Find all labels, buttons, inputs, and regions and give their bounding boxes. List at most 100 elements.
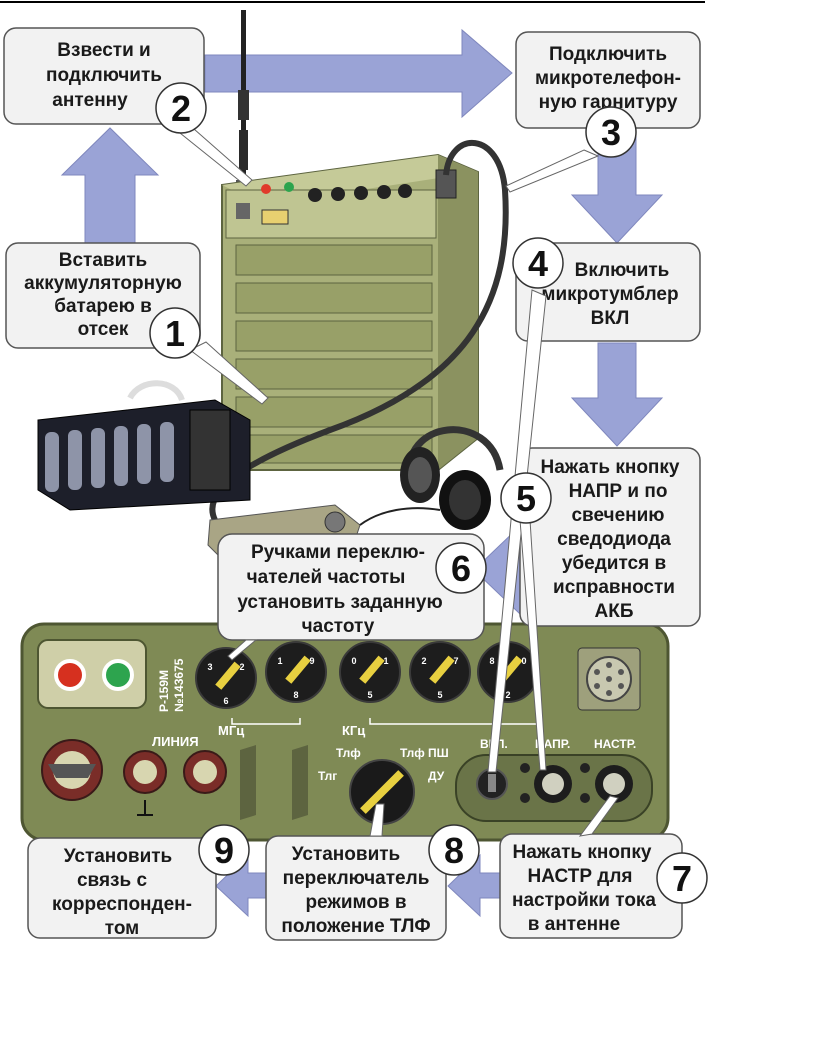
vkl-toggle-switch[interactable] xyxy=(476,768,508,800)
step-8-line-3: режимов в xyxy=(305,892,406,913)
step-5-line-2: НАПР и по xyxy=(569,481,668,502)
step-number-2-text: 2 xyxy=(171,88,191,129)
khz-label: КГц xyxy=(342,723,365,738)
svg-text:2: 2 xyxy=(239,662,244,672)
step-box-6: Ручками переклю- чателей частоты установ… xyxy=(217,533,485,641)
step-4-line-3: ВКЛ xyxy=(591,308,630,329)
svg-text:8: 8 xyxy=(293,690,298,700)
line-terminal-1[interactable] xyxy=(123,750,167,794)
step-1-line-4: отсек xyxy=(78,319,129,340)
leader-8 xyxy=(369,803,385,837)
step-2-line-2: подключить xyxy=(46,65,162,86)
napr-button[interactable] xyxy=(534,765,572,803)
step-8-line-4: положение ТЛФ xyxy=(281,916,430,937)
svg-text:5: 5 xyxy=(367,690,372,700)
svg-text:2: 2 xyxy=(421,656,426,666)
arrow-4-to-5 xyxy=(570,342,664,447)
step-number-6: 6 xyxy=(435,542,487,594)
panel-model: Р-159М xyxy=(157,670,171,712)
step-number-4: 4 xyxy=(512,237,564,289)
leader-4 xyxy=(487,289,547,773)
step-number-7: 7 xyxy=(656,852,708,904)
step-number-1: 1 xyxy=(149,307,201,359)
step-number-9-text: 9 xyxy=(214,830,234,871)
line-label: ЛИНИЯ xyxy=(152,734,199,749)
nastr-button[interactable] xyxy=(595,765,633,803)
step-box-8: Установить переключатель режимов в полож… xyxy=(265,835,447,941)
arrow-1-to-2 xyxy=(60,127,160,244)
frequency-dial-3[interactable] xyxy=(339,641,401,703)
step-number-4-text: 4 xyxy=(528,243,548,284)
step-3-line-1: Подключить xyxy=(549,44,667,65)
svg-text:1: 1 xyxy=(277,656,282,666)
step-box-7: Нажать кнопку НАСТР для настройки тока в… xyxy=(499,833,683,939)
step-number-1-text: 1 xyxy=(165,313,185,354)
step-7-line-4: в антенне xyxy=(528,914,620,935)
step-6-line-1: Ручками переклю- xyxy=(251,542,425,563)
leader-1 xyxy=(189,341,269,405)
connector-socket[interactable] xyxy=(577,647,641,711)
step-1-line-2: аккумуляторную xyxy=(24,273,182,294)
step-box-2: Взвести и подключить антенну xyxy=(3,27,205,125)
step-5-line-6: исправности xyxy=(553,577,675,598)
svg-text:9: 9 xyxy=(309,656,314,666)
step-5-line-1: Нажать кнопку xyxy=(541,457,680,478)
svg-text:3: 3 xyxy=(207,662,212,672)
leader-lines xyxy=(168,121,619,837)
arrow-2-to-3 xyxy=(204,28,513,119)
line-terminal-2[interactable] xyxy=(183,750,227,794)
step-3-line-3: ную гарнитуру xyxy=(539,92,678,113)
step-8-line-2: переключатель xyxy=(283,868,430,889)
ground-terminal[interactable] xyxy=(41,739,103,801)
battery-illustration xyxy=(37,380,251,511)
mode-label-tlg: Тлг xyxy=(318,769,337,783)
led-window xyxy=(37,639,147,709)
frequency-dial-1[interactable] xyxy=(195,647,257,709)
svg-text:0: 0 xyxy=(351,656,356,666)
step-2-line-3: антенну xyxy=(52,90,128,111)
svg-text:1: 1 xyxy=(383,656,388,666)
step-number-8: 8 xyxy=(428,824,480,876)
step-numbers: 1 2 3 4 5 6 7 8 xyxy=(149,82,708,904)
frequency-dial-4[interactable] xyxy=(409,641,471,703)
front-panel: Р-159М №143675 xyxy=(20,622,670,842)
step-9-line-1: Установить xyxy=(64,846,173,867)
radio-illustration xyxy=(37,10,509,563)
step-number-5: 5 xyxy=(500,472,552,524)
step-8-line-1: Установить xyxy=(292,844,401,865)
step-number-9: 9 xyxy=(198,824,250,876)
step-number-3: 3 xyxy=(585,106,637,158)
step-5-line-3: свечению xyxy=(571,505,664,526)
step-9-line-2: связь с xyxy=(77,870,147,891)
step-6-line-3: установить заданную xyxy=(237,592,442,613)
svg-text:5: 5 xyxy=(437,690,442,700)
step-4-line-2: микротумблер xyxy=(541,284,678,305)
step-5-line-4: сведодиода xyxy=(557,529,671,550)
mode-selector-knob[interactable] xyxy=(349,759,415,825)
step-7-line-1: Нажать кнопку xyxy=(513,842,652,863)
panel-serial: №143675 xyxy=(172,658,186,712)
step-7-line-3: настройки тока xyxy=(512,890,656,911)
step-4-line-1: Включить xyxy=(575,260,670,281)
step-number-6-text: 6 xyxy=(451,548,471,589)
step-number-2: 2 xyxy=(155,82,207,134)
step-number-5-text: 5 xyxy=(516,478,536,519)
svg-text:2: 2 xyxy=(505,690,510,700)
flow-arrows xyxy=(60,28,664,918)
led-green xyxy=(102,659,134,691)
leader-3 xyxy=(505,149,600,193)
step-number-8-text: 8 xyxy=(444,830,464,871)
arrow-7-to-8 xyxy=(447,853,501,918)
svg-text:7: 7 xyxy=(453,656,458,666)
step-box-1: Вставить аккумуляторную батарею в отсек xyxy=(5,242,201,349)
frequency-dial-2[interactable] xyxy=(265,641,327,703)
step-6-line-2: чателей частоты xyxy=(247,567,406,588)
step-number-3-text: 3 xyxy=(601,112,621,153)
mode-label-du: ДУ xyxy=(428,769,445,783)
mode-label-tlf: Тлф xyxy=(336,746,361,760)
step-2-line-1: Взвести и xyxy=(57,40,150,61)
svg-text:6: 6 xyxy=(223,696,228,706)
leader-7 xyxy=(578,795,619,837)
step-3-line-2: микротелефон- xyxy=(535,68,681,89)
led-red xyxy=(54,659,86,691)
